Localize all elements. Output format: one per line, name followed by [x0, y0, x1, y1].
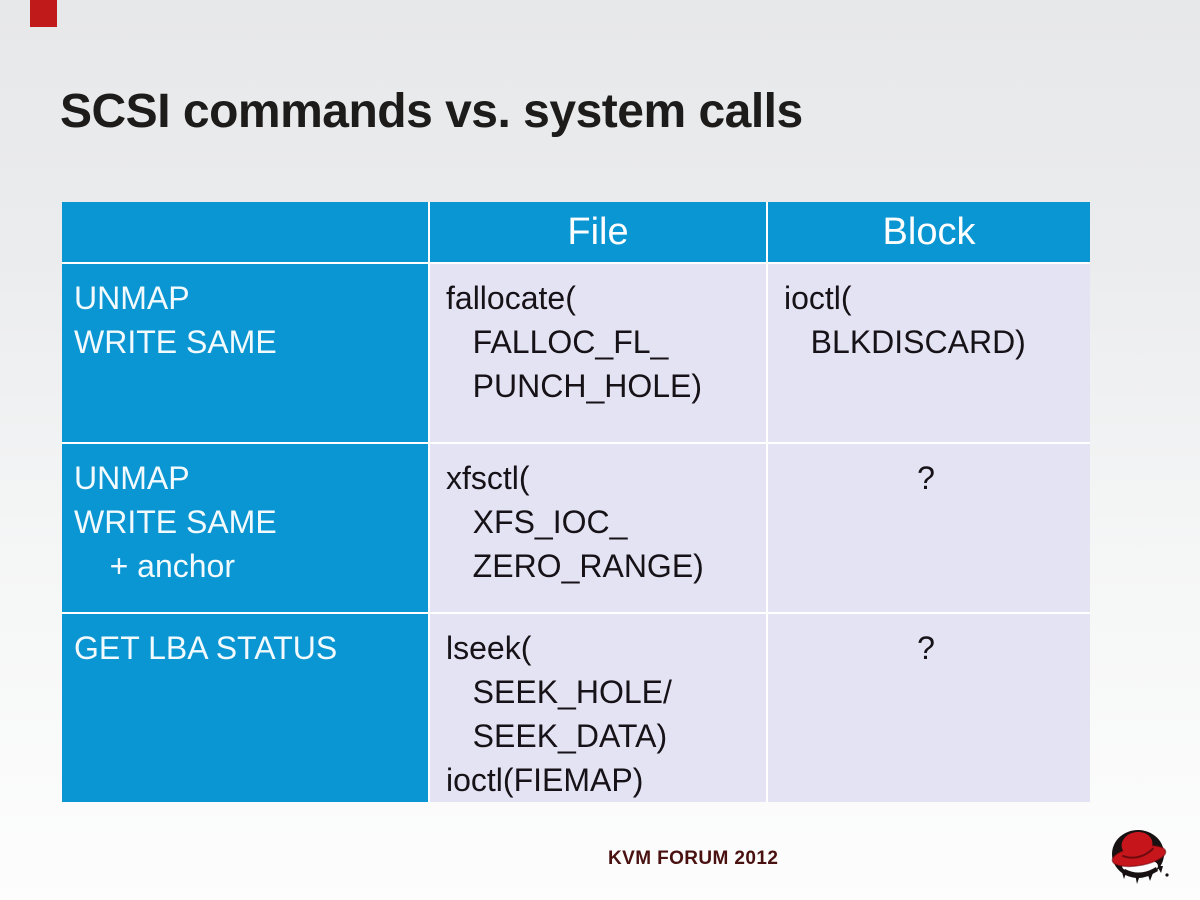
row-header-cell: UNMAP WRITE SAME	[62, 264, 428, 442]
table-cell: lseek( SEEK_HOLE/ SEEK_DATA) ioctl(FIEMA…	[430, 614, 766, 802]
header-cell	[62, 202, 428, 262]
slide-title: SCSI commands vs. system calls	[60, 85, 803, 138]
template-red-tab	[30, 0, 57, 27]
header-cell: Block	[768, 202, 1090, 262]
row-header-cell: UNMAP WRITE SAME + anchor	[62, 444, 428, 612]
table-cell: ioctl( BLKDISCARD)	[768, 264, 1090, 442]
table-cell: xfsctl( XFS_IOC_ ZERO_RANGE)	[430, 444, 766, 612]
redhat-shadowman-logo-icon	[1107, 827, 1171, 889]
footer-text: KVM FORUM 2012	[608, 848, 779, 869]
row-header-cell: GET LBA STATUS	[62, 614, 428, 802]
table-cell: ?	[768, 614, 1090, 802]
table-cell: fallocate( FALLOC_FL_ PUNCH_HOLE)	[430, 264, 766, 442]
table-cell: ?	[768, 444, 1090, 612]
header-cell: File	[430, 202, 766, 262]
